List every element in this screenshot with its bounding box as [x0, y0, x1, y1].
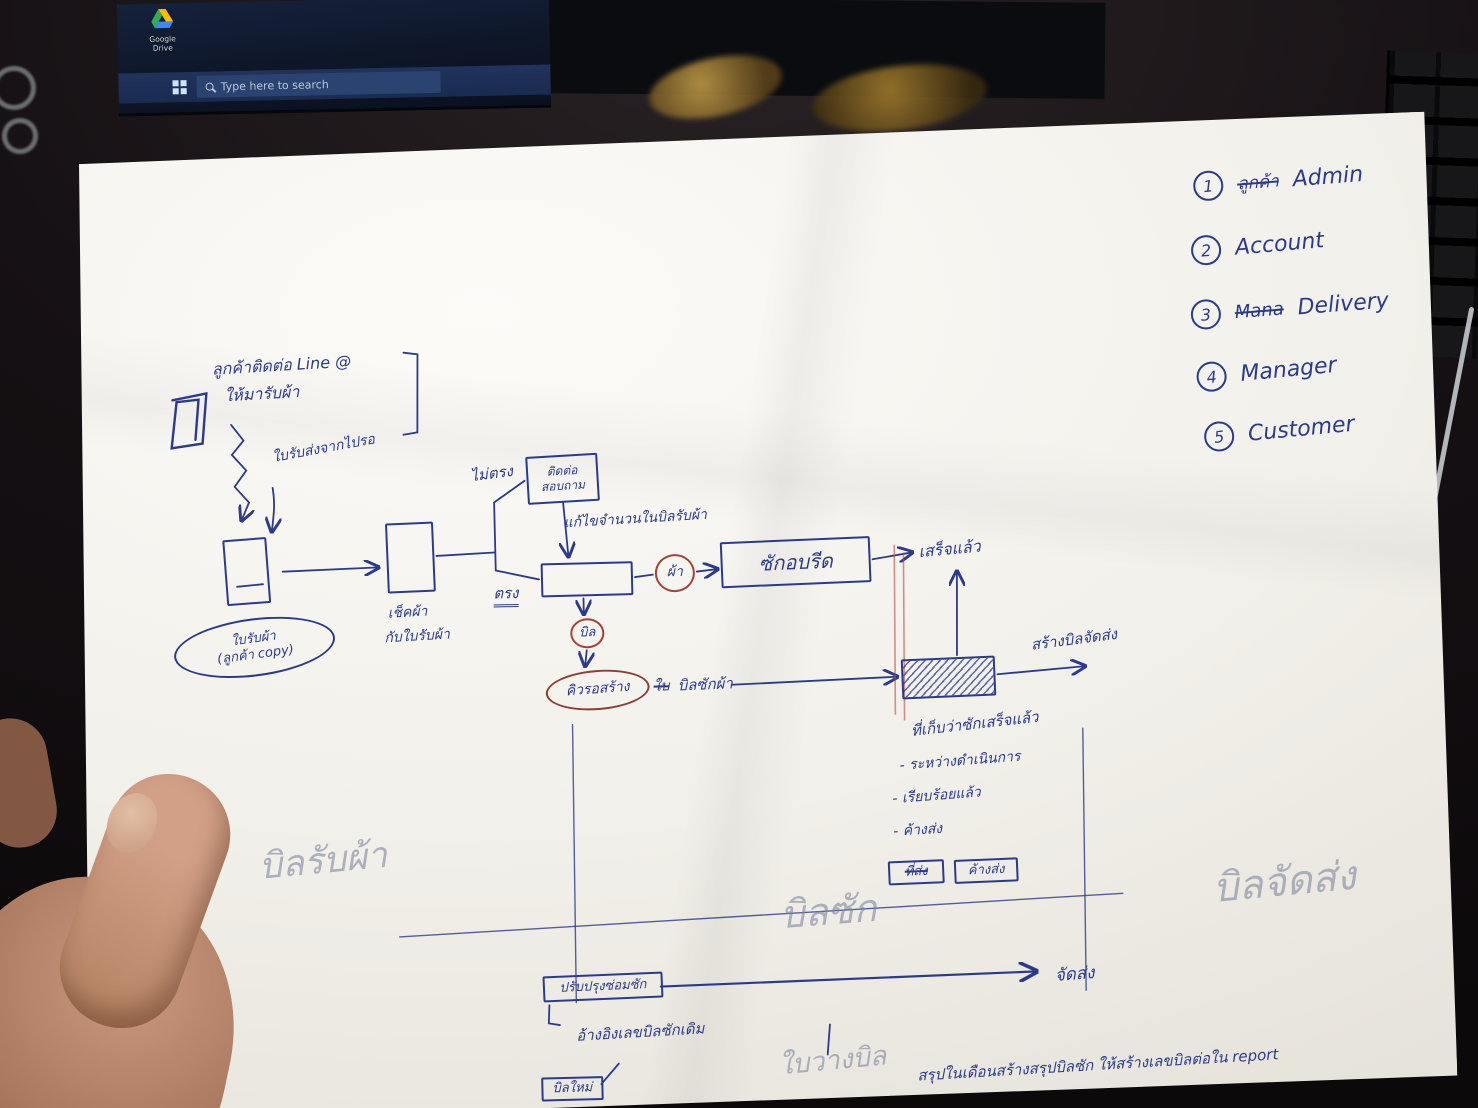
google-drive-icon — [151, 9, 174, 29]
label-status-complete: - เรียบร้อยแล้ว — [891, 784, 982, 808]
section-title-delivery-bill: บิลจัดส่ง — [1210, 852, 1358, 912]
node-phone — [222, 537, 271, 606]
role-label: Account — [1233, 227, 1325, 261]
windows-taskbar: Type here to search — [118, 64, 551, 104]
role-number: 3 — [1190, 298, 1222, 330]
label-status-pending: - ค้างส่ง — [892, 820, 943, 840]
label-done: เสร็จแล้ว — [917, 536, 982, 562]
node-queue-oval: คิวรอสร้าง — [544, 666, 651, 714]
role-item-delivery: 3 Mana Delivery — [1190, 285, 1390, 330]
role-label: Admin — [1291, 161, 1364, 192]
node-sorting — [541, 561, 634, 597]
role-item-account: 2 Account — [1190, 225, 1325, 266]
contact-box-line2: สอบถาม — [540, 477, 586, 495]
label-check-1: เช็คผ้า — [387, 603, 428, 622]
search-icon — [205, 82, 214, 91]
node-rewash: ปรับปรุงซ่อมซัก — [542, 971, 663, 1002]
role-number: 1 — [1192, 170, 1224, 202]
role-item-manager: 4 Manager — [1195, 350, 1338, 393]
start-button[interactable] — [172, 80, 187, 95]
label-monthly-note: สรุปในเดือนสร้างสรุปบิลซัก ให้สร้างเลขบิ… — [916, 1045, 1279, 1085]
label-bill: บิล — [579, 624, 596, 641]
search-placeholder: Type here to search — [220, 77, 329, 93]
section-title-wash-bill: บิลซัก — [778, 885, 878, 938]
second-monitor-bezel — [544, 0, 1106, 99]
label-create-delivery-bill: สร้างบิลจัดส่ง — [1029, 624, 1119, 654]
monitor-screen: Google Drive Type here to search — [116, 0, 552, 117]
label-line-note: ใบรับส่งจากไปรอ — [271, 431, 377, 466]
node-tag-sent: ที่ส่ง — [888, 859, 945, 885]
label-queue: คิวรอสร้าง — [565, 678, 631, 700]
label-not-match: ไม่ตรง — [469, 461, 514, 486]
label-invoice: ใบวางบิล — [777, 1040, 888, 1082]
label-struck-word: ใบ — [653, 678, 670, 695]
label-wash-box: ซักอบรีด — [758, 548, 834, 576]
role-number: 2 — [1190, 234, 1222, 266]
google-drive-label: Google Drive — [149, 34, 176, 53]
role-label: Manager — [1239, 352, 1338, 387]
label-new-bill: บิลใหม่ — [552, 1080, 593, 1097]
label-cloth: ผ้า — [666, 564, 684, 581]
label-wash-bill: บิลซักผ้า — [677, 674, 734, 695]
label-fix-quantity: แก้ไขจำนวนในบิลรับผ้า — [563, 506, 708, 532]
receipt-oval-line2: (ลูกค้า copy) — [216, 642, 295, 668]
label-customer-contact-2: ให้มารับผ้า — [223, 381, 300, 406]
role-number: 5 — [1203, 420, 1236, 453]
node-new-bill: บิลใหม่ — [541, 1076, 604, 1102]
node-wash-dry-iron: ซักอบรีด — [720, 536, 872, 588]
label-match: ตรง — [493, 584, 519, 607]
node-finished-store — [901, 656, 997, 700]
hand-finger — [0, 712, 63, 854]
key-ring — [0, 66, 36, 110]
label-check-2: กับใบรับผ้า — [383, 626, 451, 647]
label-deliver: จัดส่ง — [1054, 962, 1096, 986]
label-ref-old-bill: อ้างอิงเลขบิลซักเดิม — [575, 1019, 705, 1045]
node-bill-circle: บิล — [570, 618, 605, 649]
taskbar-search[interactable]: Type here to search — [196, 70, 441, 98]
paper-sheet: 1 ลูกค้า Admin 2 Account 3 Mana Delivery… — [66, 111, 1458, 1108]
label-rewash: ปรับปรุงซ่อมซัก — [559, 977, 647, 996]
role-item-customer: 5 Customer — [1203, 409, 1356, 453]
role-label: Delivery — [1296, 287, 1390, 320]
label-stored-done: ที่เก็บว่าซักเสร็จแล้ว — [910, 707, 1040, 740]
label-tag-sent: ที่ส่ง — [904, 863, 928, 880]
node-receipt-oval: ใบรับผ้า (ลูกค้า copy) — [171, 608, 339, 686]
role-label: Customer — [1246, 411, 1356, 447]
role-struck-word: ลูกค้า — [1236, 170, 1280, 195]
role-struck-word: Mana — [1234, 297, 1285, 323]
label-status-in-progress: - ระหว่างดำเนินการ — [899, 748, 1022, 774]
label-tag-pending: ค้างส่ง — [967, 861, 1005, 879]
node-cloth-circle: ผ้า — [654, 554, 695, 593]
google-drive-shortcut[interactable]: Google Drive — [139, 8, 186, 53]
node-tag-pending: ค้างส่ง — [954, 857, 1019, 884]
node-document — [385, 522, 436, 594]
node-contact-customer: ติดต่อ สอบถาม — [525, 453, 600, 505]
role-item-admin: 1 ลูกค้า Admin — [1192, 159, 1364, 202]
section-title-receive-bill: บิลรับผ้า — [257, 834, 389, 888]
key-ring — [2, 118, 38, 154]
role-number: 4 — [1195, 360, 1228, 393]
label-customer-contact: ลูกค้าติดต่อ Line @ — [211, 351, 352, 379]
